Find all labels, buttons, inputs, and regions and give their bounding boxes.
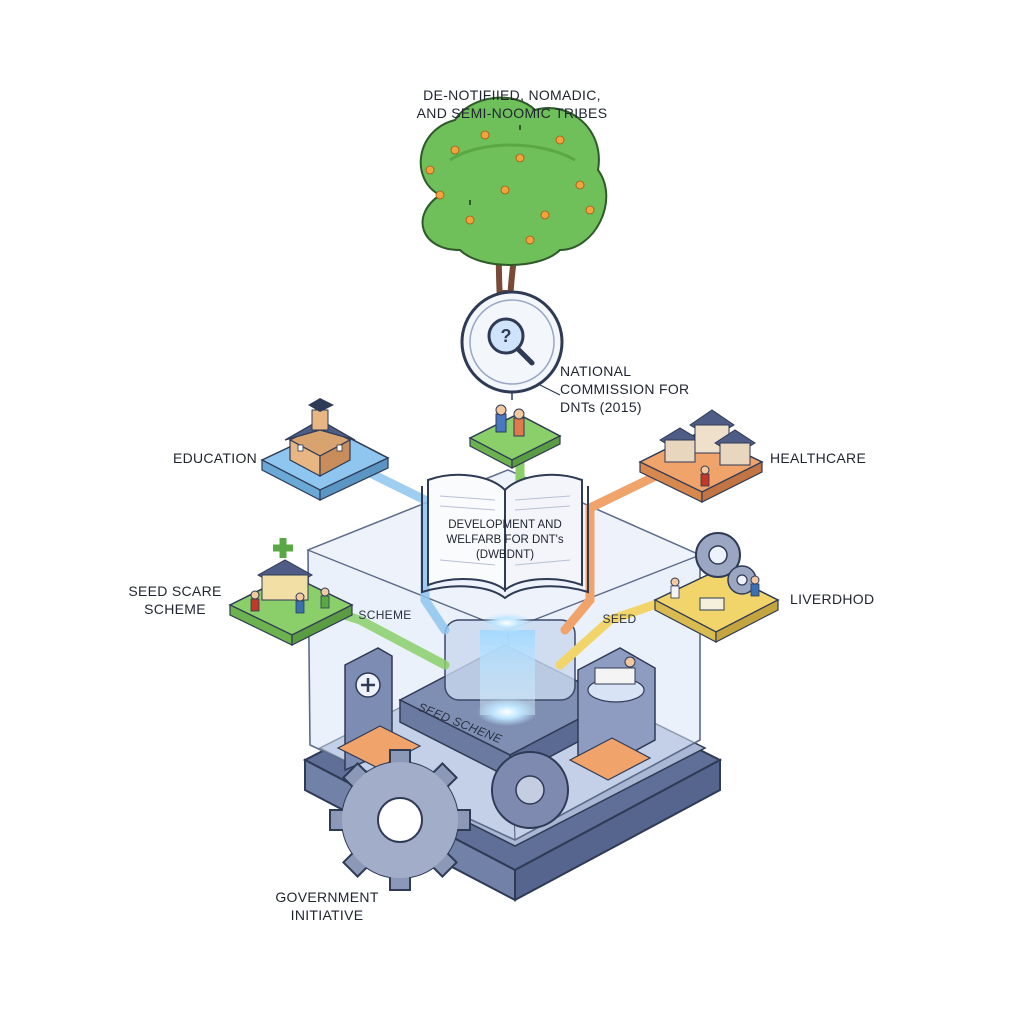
seed-scheme-line-2: SCHEME	[144, 601, 206, 617]
right-room	[568, 647, 656, 781]
commission-label: NATIONAL COMMISSION FOR DNTs (2015)	[560, 362, 700, 416]
education-text: EDUCATION	[172, 450, 258, 466]
title-line-1: DE-NOTIFIIED, NOMADIC,	[423, 87, 601, 103]
seed-scheme-line-1: SEED SCARE	[128, 583, 222, 599]
path-scheme-text: SCHEME	[358, 608, 412, 622]
seed-scheme-tile	[228, 538, 354, 646]
book-icon	[421, 473, 589, 600]
livelihood-text: LIVERDHOD	[790, 591, 875, 607]
government-line-1: GOVERNMENT	[275, 889, 379, 905]
commission-line-1: NATIONAL	[560, 363, 632, 379]
medical-cross-icon	[273, 538, 293, 558]
path-label-seed: SEED	[597, 610, 642, 628]
tree-icon	[419, 96, 608, 303]
inner-pedestal	[398, 613, 617, 780]
government-line-2: INITIATIVE	[290, 907, 364, 923]
title-line-2: AND SEMI-NOOMIC TRIBES	[416, 105, 608, 121]
book-line-3: (DWBDNT)	[475, 549, 535, 561]
path-seed-text: SEED	[602, 612, 637, 626]
government-label: GOVERNMENT INITIATIVE	[262, 888, 392, 924]
commission-line-2: COMMISSION FOR	[560, 381, 690, 397]
book-line-2: WELFARB FOR DNT's	[446, 534, 564, 546]
gear-icon	[329, 749, 471, 891]
commission-tile	[468, 404, 562, 469]
commission-line-3: DNTs (2015)	[560, 399, 642, 415]
left-floor-tile	[336, 725, 422, 769]
magnifier-question-icon: ?	[460, 290, 564, 394]
path-label-scheme: SCHEME	[355, 606, 415, 624]
healthcare-text: HEALTHCARE	[770, 450, 867, 466]
livelihood-tile	[653, 532, 780, 643]
healthcare-label: HEALTHCARE	[770, 449, 880, 467]
svg-text:?: ?	[501, 326, 512, 346]
houses-icon	[659, 409, 756, 487]
diagram-title: DE-NOTIFIIED, NOMADIC, AND SEMI-NOOMIC T…	[372, 86, 652, 122]
school-icon	[284, 398, 356, 477]
livelihood-label: LIVERDHOD	[790, 590, 890, 608]
center-book-label: DEVELOPMENT AND WELFARB FOR DNT's (DWBDN…	[430, 518, 580, 563]
back-gear-icon	[491, 751, 569, 829]
seed-scheme-label: SEED SCARE SCHEME	[115, 582, 235, 618]
education-label: EDUCATION	[150, 449, 280, 467]
book-line-1: DEVELOPMENT AND	[448, 519, 562, 531]
